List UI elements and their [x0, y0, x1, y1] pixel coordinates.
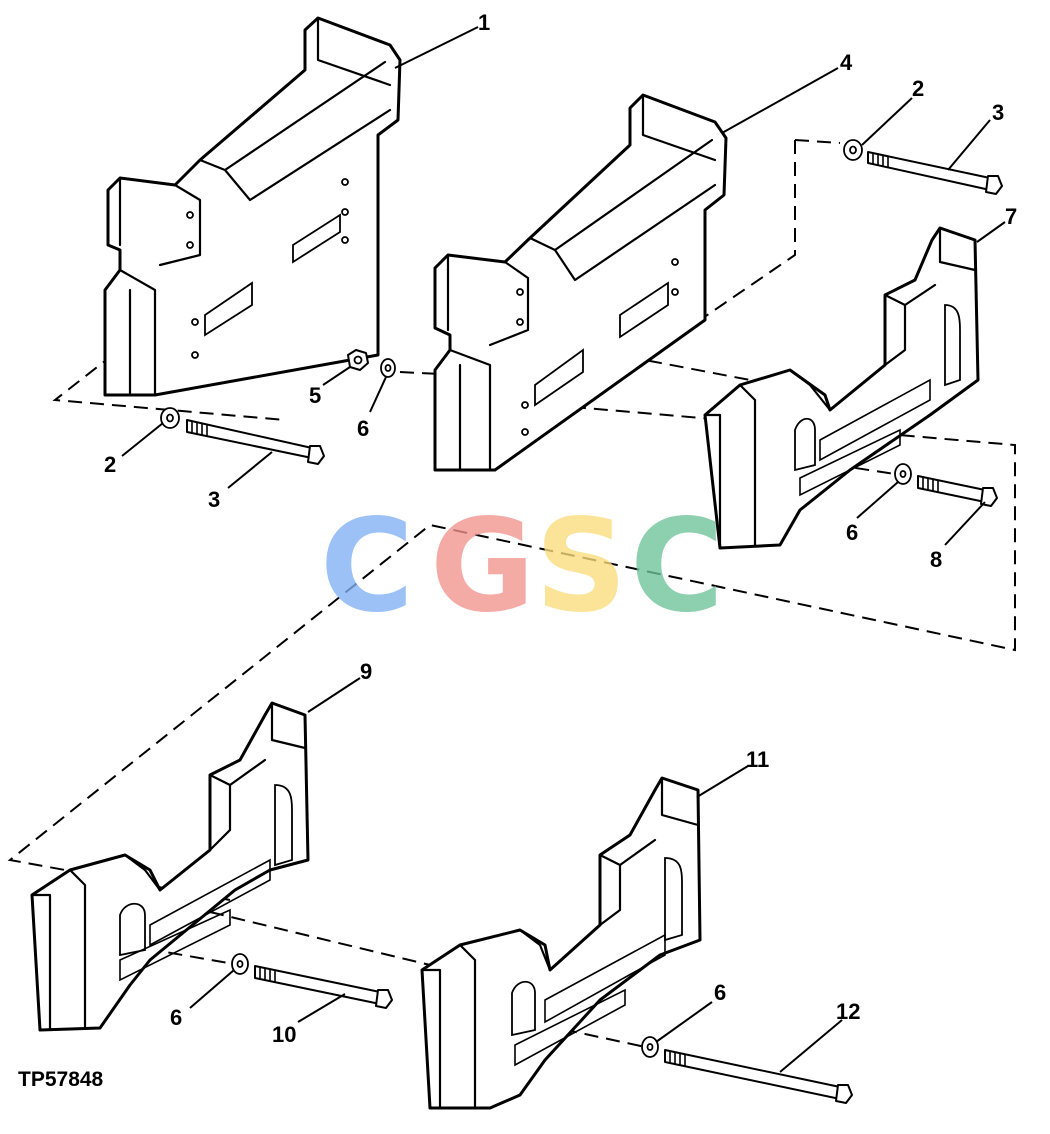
callout-5: 5 — [309, 383, 321, 408]
callout-12: 12 — [836, 999, 860, 1024]
part-9-slotted-weight-lower-left — [30, 701, 310, 1032]
bolt-10 — [254, 965, 393, 1009]
watermark-letter-c1: C — [320, 492, 414, 641]
callout-3-lower: 3 — [208, 487, 220, 512]
bolt-3-lower — [186, 419, 325, 465]
leader-lines — [121, 26, 1006, 1073]
washer-6-right — [894, 463, 912, 485]
cgsc-watermark: C G S C — [320, 492, 724, 641]
callout-6-lower-left: 6 — [170, 1005, 182, 1030]
figure-id: TP57848 — [18, 1068, 104, 1091]
nut-5 — [347, 349, 369, 371]
callout-11: 11 — [746, 747, 769, 772]
part-11-slotted-weight-lower-right — [420, 776, 702, 1110]
callout-6-middle: 6 — [357, 416, 369, 441]
part-7-slotted-weight-right — [703, 226, 980, 550]
callout-6-lower-right: 6 — [714, 980, 726, 1005]
callout-1: 1 — [478, 10, 490, 35]
part-1-weight-upper-left — [103, 16, 402, 397]
washer-2-upper — [843, 139, 863, 161]
callout-labels: 1 2 3 4 2 3 5 6 7 6 8 9 11 6 10 6 12 — [104, 10, 1017, 1047]
callout-9: 9 — [360, 659, 372, 684]
callout-7: 7 — [1005, 204, 1017, 229]
callout-2-upper: 2 — [912, 76, 924, 101]
washer-2-lower — [160, 407, 180, 429]
callout-8: 8 — [930, 547, 942, 572]
bolt-8 — [917, 475, 998, 507]
washer-6-middle — [380, 358, 396, 378]
callout-3-upper: 3 — [992, 100, 1004, 125]
callout-2-lower: 2 — [104, 452, 116, 477]
part-4-weight-middle — [433, 93, 728, 472]
watermark-letter-g: G — [430, 492, 535, 641]
washer-6-lower-right — [641, 1036, 659, 1058]
callout-10: 10 — [272, 1022, 296, 1047]
bolt-3-upper — [867, 151, 1003, 195]
callout-4: 4 — [840, 50, 853, 75]
watermark-letter-c2: C — [630, 492, 724, 641]
washer-6-lower-left — [231, 953, 249, 975]
callout-6-right: 6 — [846, 520, 858, 545]
bolt-12 — [664, 1049, 853, 1104]
watermark-letter-s: S — [535, 492, 627, 641]
